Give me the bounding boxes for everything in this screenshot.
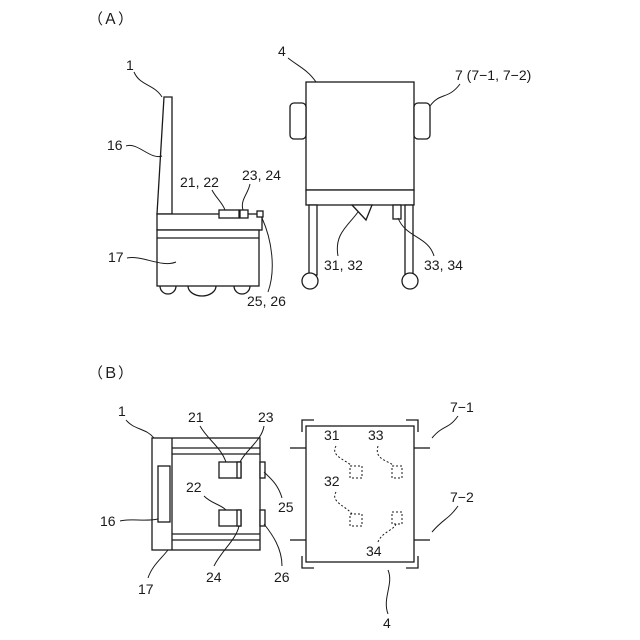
label-b-33: 33 [368, 427, 384, 443]
label-b-1: 1 [118, 403, 126, 419]
chair-backrest-side [157, 97, 172, 214]
chair-connector-25-side [257, 211, 263, 217]
label-a-21-22: 21, 22 [180, 174, 219, 190]
cart-top-view [290, 420, 430, 568]
leader-a-21-22 [212, 190, 225, 210]
label-b-25: 25 [278, 499, 294, 515]
label-b-21: 21 [188, 409, 204, 425]
leader-a-16 [126, 145, 162, 156]
label-b-31: 31 [324, 427, 340, 443]
label-a-25-26: 25, 26 [247, 293, 286, 309]
chair-connector-23-side [240, 210, 248, 218]
cart-leg-right [405, 205, 413, 275]
cart-handle-right [414, 103, 430, 139]
label-b-4: 4 [383, 615, 391, 631]
label-a-23-24: 23, 24 [242, 167, 281, 183]
label-a-1: 1 [126, 57, 134, 73]
cart-body-front [306, 82, 414, 190]
label-a-33-34: 33, 34 [424, 257, 463, 273]
label-b-22: 22 [186, 479, 202, 495]
chair-side-view [157, 97, 263, 296]
label-b-23: 23 [258, 409, 274, 425]
label-b-32: 32 [324, 473, 340, 489]
label-a-4: 4 [278, 43, 286, 59]
chair-backrest-pad-top [158, 466, 170, 522]
label-b-34: 34 [366, 543, 382, 559]
label-a-16: 16 [107, 137, 123, 153]
label-b-26: 26 [274, 569, 290, 585]
chair-connector-25-top [260, 462, 265, 478]
chair-connector-21-side [219, 210, 239, 218]
label-b-24: 24 [206, 569, 222, 585]
cart-wheel-right [402, 273, 418, 289]
leader-b-25 [264, 472, 282, 498]
label-a-17: 17 [108, 249, 124, 265]
label-b-7-1: 7−1 [450, 399, 474, 415]
leader-a-4 [288, 58, 316, 82]
cart-wheel-left [302, 273, 318, 289]
label-a-7: 7 (7−1, 7−2) [455, 67, 531, 83]
cart-outline-top [306, 426, 414, 562]
cart-leg-left [309, 205, 317, 275]
leader-a-1 [134, 72, 162, 97]
label-a-31-32: 31, 32 [324, 257, 363, 273]
chair-wheel-middle [188, 286, 216, 296]
chair-connector-23-top [237, 462, 241, 478]
cart-bracket-31 [352, 205, 372, 220]
leader-a-31-32 [337, 212, 358, 256]
leader-a-7 [430, 84, 460, 106]
chair-wheel-front [160, 286, 176, 294]
leader-b-17 [148, 550, 168, 578]
leader-b-1 [126, 420, 154, 438]
label-b-16: 16 [100, 513, 116, 529]
panel-a-title: （Ａ） [88, 11, 133, 28]
panel-b-title: （Ｂ） [88, 365, 133, 382]
leader-a-25-26 [262, 218, 272, 292]
chair-connector-24-top [237, 510, 241, 526]
label-b-17: 17 [138, 581, 154, 597]
cart-bracket-33 [393, 205, 401, 219]
leader-a-33-34 [398, 218, 434, 256]
leader-a-23-24 [242, 184, 250, 210]
leader-b-4 [386, 570, 389, 614]
cart-handle-left [290, 103, 306, 139]
cart-lower-frame [306, 190, 414, 205]
chair-connector-26-top [260, 510, 265, 526]
leader-b-26 [264, 524, 282, 566]
leader-b-7-2 [432, 506, 458, 532]
leader-b-7-1 [432, 416, 458, 438]
chair-top-view [152, 438, 265, 550]
label-b-7-2: 7−2 [450, 489, 474, 505]
